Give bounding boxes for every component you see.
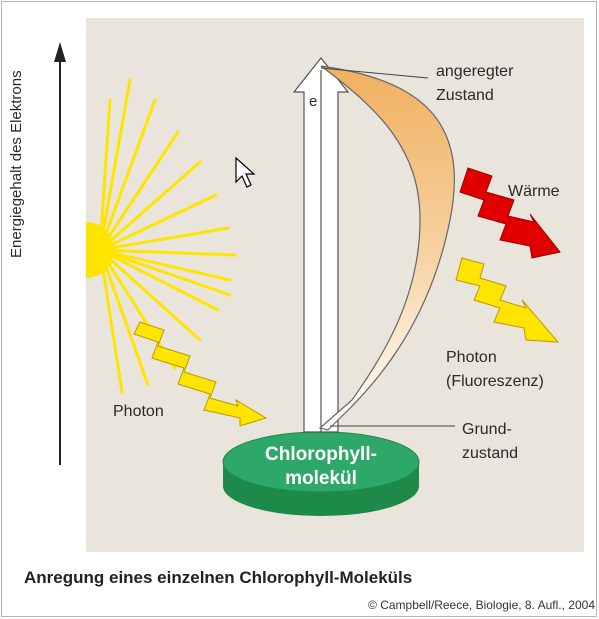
photon-label: Photon: [113, 402, 164, 422]
fluorescence-label-line2: (Fluoreszenz): [446, 372, 544, 392]
excited-state-label-line1: angeregter: [436, 62, 513, 82]
energy-axis-label: Energiegehalt des Elektrons: [8, 70, 25, 258]
ground-state-label-line2: zustand: [462, 444, 518, 464]
relaxation-curve: [320, 66, 454, 430]
fluorescence-label-line1: Photon: [446, 348, 497, 368]
heat-label: Wärme: [508, 182, 560, 202]
copyright-credit: © Campbell/Reece, Biologie, 8. Aufl., 20…: [368, 598, 595, 612]
sun-disc: [86, 222, 114, 278]
molecule-label-line1: Chlorophyll-: [231, 444, 411, 466]
excited-state-label-line2: Zustand: [436, 86, 494, 106]
figure-caption: Anregung eines einzelnen Chlorophyll-Mol…: [24, 568, 412, 588]
sun-icon: [100, 80, 235, 392]
ground-state-label-line1: Grund-: [462, 420, 512, 440]
energy-axis-arrow: [54, 42, 66, 465]
mouse-cursor-icon: [236, 158, 254, 187]
molecule-label-line2: molekül: [231, 468, 411, 490]
fluorescence-photon-arrow: [456, 258, 558, 342]
electron-label: e: [309, 92, 317, 112]
